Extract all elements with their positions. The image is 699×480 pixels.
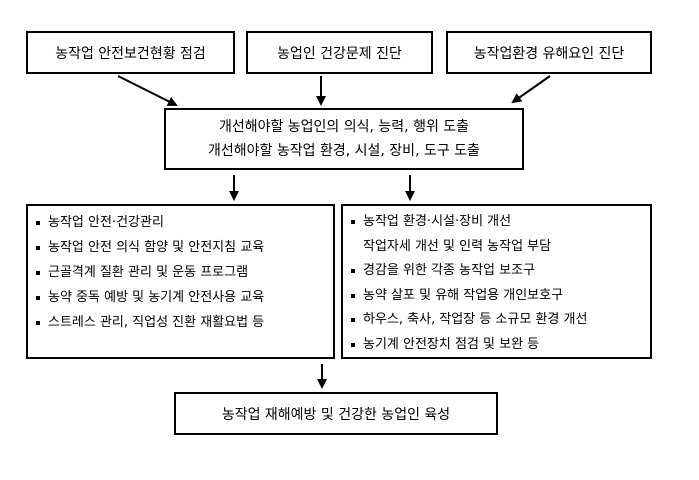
bullet-icon bbox=[351, 318, 355, 323]
left-box-farmer-management: 농작업 안전·건강관리 농작업 안전 의식 함양 및 안전지침 교육 근골격계 … bbox=[26, 204, 335, 359]
left-list-item: 농약 중독 예방 및 농기계 안전사용 교육 bbox=[36, 285, 327, 310]
arrow-box1-to-center bbox=[117, 75, 178, 106]
bullet-icon bbox=[36, 320, 40, 325]
result-box: 농작업 재해예방 및 건강한 농업인 육성 bbox=[174, 392, 498, 435]
left-list-item: 농작업 안전·건강관리 bbox=[36, 210, 327, 235]
right-list-item: 하우스, 축사, 작업장 등 소규모 환경 개선 bbox=[351, 308, 644, 333]
input-box-health-diagnosis: 농업인 건강문제 진단 bbox=[246, 31, 433, 74]
right-list: 농작업 환경·시설·장비 개선 작업자세 개선 및 인력 농작업 부담 경감을 … bbox=[351, 210, 644, 357]
left-list-item: 농작업 안전 의식 함양 및 안전지침 교육 bbox=[36, 235, 327, 260]
right-list-item: 농작업 환경·시설·장비 개선 bbox=[351, 210, 644, 235]
bullet-icon bbox=[351, 293, 355, 298]
center-line-2: 개선해야할 농작업 환경, 시설, 장비, 도구 도출 bbox=[208, 143, 480, 159]
input-box-safety-status: 농작업 안전보건현황 점검 bbox=[26, 31, 235, 74]
input-box-hazard-diagnosis: 농작업환경 유해요인 진단 bbox=[446, 31, 652, 74]
arrow-box3-to-center bbox=[511, 75, 551, 104]
result-label: 농작업 재해예방 및 건강한 농업인 육성 bbox=[221, 406, 451, 423]
left-list: 농작업 안전·건강관리 농작업 안전 의식 함양 및 안전지침 교육 근골격계 … bbox=[36, 210, 327, 335]
right-list-item: 농기계 안전장치 점검 및 보완 등 bbox=[351, 333, 644, 358]
right-box-environment-improvement: 농작업 환경·시설·장비 개선 작업자세 개선 및 인력 농작업 부담 경감을 … bbox=[341, 204, 652, 359]
right-list-item: 경감을 위한 각종 농작업 보조구 bbox=[351, 259, 644, 284]
input-label-health-diagnosis: 농업인 건강문제 진단 bbox=[277, 45, 402, 62]
bullet-icon bbox=[36, 270, 40, 275]
center-box-improvement-derivation: 개선해야할 농업인의 의식, 능력, 행위 도출 개선해야할 농작업 환경, 시… bbox=[164, 108, 524, 170]
input-label-hazard-diagnosis: 농작업환경 유해요인 진단 bbox=[473, 45, 625, 62]
right-list-item: 농약 살포 및 유해 작업용 개인보호구 bbox=[351, 284, 644, 309]
bullet-icon bbox=[36, 245, 40, 250]
bullet-icon bbox=[351, 220, 355, 225]
bullet-icon bbox=[36, 295, 40, 300]
left-list-item: 스트레스 관리, 직업성 진환 재활요법 등 bbox=[36, 310, 327, 335]
bullet-icon bbox=[36, 220, 40, 225]
bullet-icon bbox=[351, 342, 355, 347]
input-label-safety-status: 농작업 안전보건현황 점검 bbox=[55, 45, 206, 62]
center-line-1: 개선해야할 농업인의 의식, 능력, 행위 도출 bbox=[218, 119, 470, 135]
left-list-item: 근골격계 질환 관리 및 운동 프로그램 bbox=[36, 260, 327, 285]
right-list-item-continuation: 작업자세 개선 및 인력 농작업 부담 bbox=[363, 238, 552, 254]
bullet-icon bbox=[351, 269, 355, 274]
